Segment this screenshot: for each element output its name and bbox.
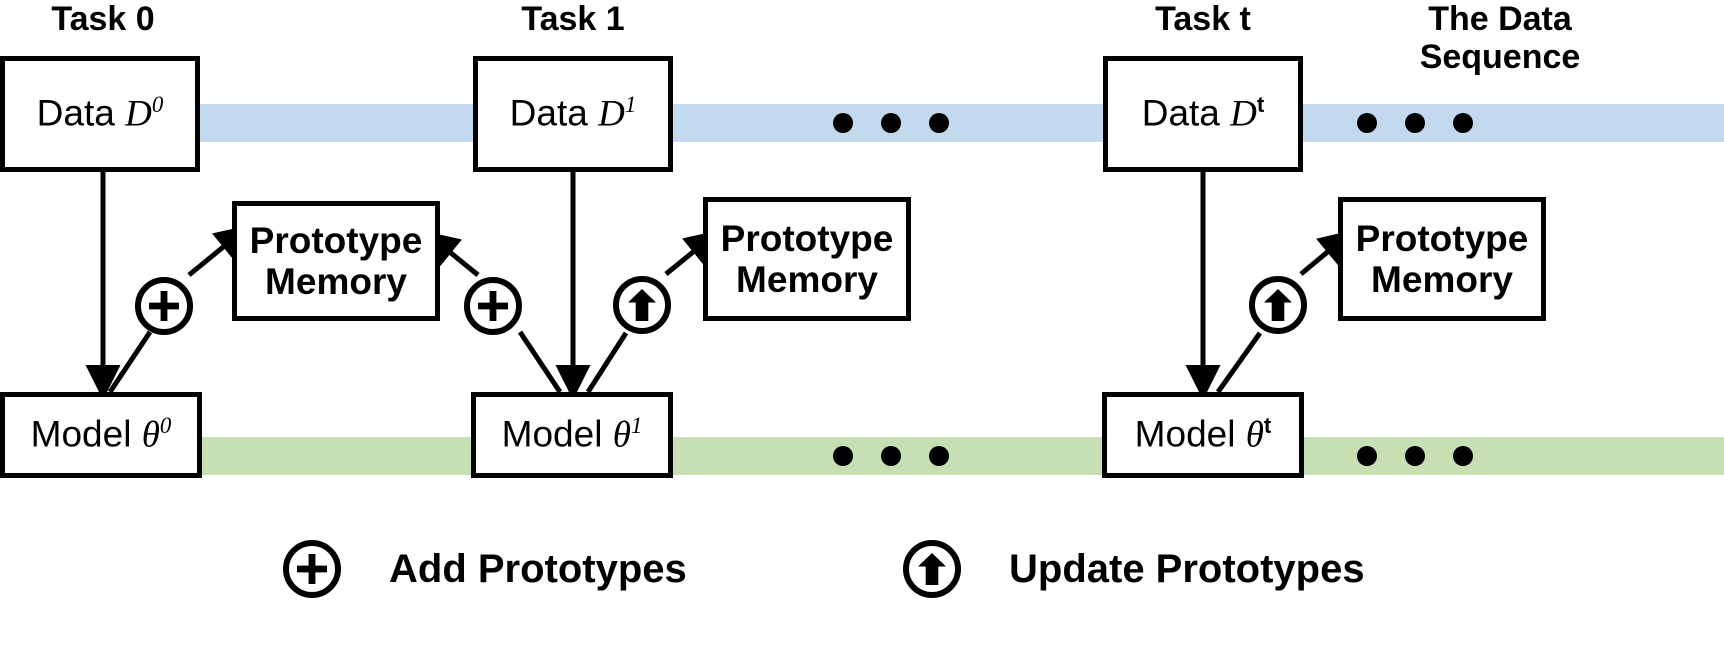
up-arrow-circle-icon[interactable] — [1249, 276, 1307, 334]
dot — [1357, 113, 1377, 133]
dot — [833, 113, 853, 133]
dot — [1453, 113, 1473, 133]
dot — [929, 446, 949, 466]
legend-add-prototypes: Add Prototypes — [283, 540, 687, 598]
data-box-0-label: Data D0 — [36, 92, 164, 135]
plus-circle-icon[interactable] — [135, 277, 193, 335]
plus-circle-icon[interactable] — [464, 277, 522, 335]
data-box-1-label: Data D1 — [509, 92, 637, 135]
dot — [1453, 446, 1473, 466]
data-box-0[interactable]: Data D0 — [0, 56, 200, 172]
data-box-1[interactable]: Data D1 — [473, 56, 673, 172]
dot — [1405, 446, 1425, 466]
memory-box-1-label: Prototype Memory — [720, 217, 894, 300]
memory-box-t-label: Prototype Memory — [1355, 217, 1529, 300]
legend-update-prototypes: Update Prototypes — [903, 540, 1365, 598]
model-box-0[interactable]: Model θ0 — [0, 392, 202, 478]
dot — [929, 113, 949, 133]
model-box-t[interactable]: Model θt — [1102, 392, 1304, 478]
data-band-ellipsis-right — [1357, 113, 1473, 133]
task-title-0: Task 0 — [51, 0, 155, 38]
plus-circle-icon — [283, 540, 341, 598]
data-sequence-title-line2: Sequence — [1419, 38, 1581, 77]
memory-box-0-label: Prototype Memory — [249, 219, 423, 302]
dot — [1357, 446, 1377, 466]
data-box-t[interactable]: Data Dt — [1103, 56, 1303, 172]
model-sequence-band — [200, 437, 1724, 475]
legend-update-prototypes-label: Update Prototypes — [1009, 546, 1365, 591]
data-sequence-band — [200, 104, 1724, 142]
memory-box-t[interactable]: Prototype Memory — [1338, 197, 1546, 321]
data-band-ellipsis-middle — [833, 113, 949, 133]
legend-add-prototypes-label: Add Prototypes — [389, 546, 687, 591]
up-arrow-circle-icon — [903, 540, 961, 598]
model-box-t-label: Model θt — [1134, 413, 1272, 456]
model-band-ellipsis-middle — [833, 446, 949, 466]
dot — [881, 113, 901, 133]
model-box-1[interactable]: Model θ1 — [471, 392, 673, 478]
data-sequence-title: The Data Sequence — [1350, 0, 1650, 76]
model-box-0-label: Model θ0 — [30, 413, 172, 456]
dot — [881, 446, 901, 466]
dot — [1405, 113, 1425, 133]
dot — [833, 446, 853, 466]
data-box-t-label: Data Dt — [1141, 92, 1265, 135]
data-sequence-title-line1: The Data — [1428, 0, 1572, 38]
model-box-1-label: Model θ1 — [501, 413, 643, 456]
memory-box-1[interactable]: Prototype Memory — [703, 197, 911, 321]
model-band-ellipsis-right — [1357, 446, 1473, 466]
task-title-1: Task 1 — [521, 0, 625, 38]
up-arrow-circle-icon[interactable] — [613, 276, 671, 334]
memory-box-0[interactable]: Prototype Memory — [232, 201, 440, 321]
task-title-t: Task t — [1155, 0, 1251, 38]
